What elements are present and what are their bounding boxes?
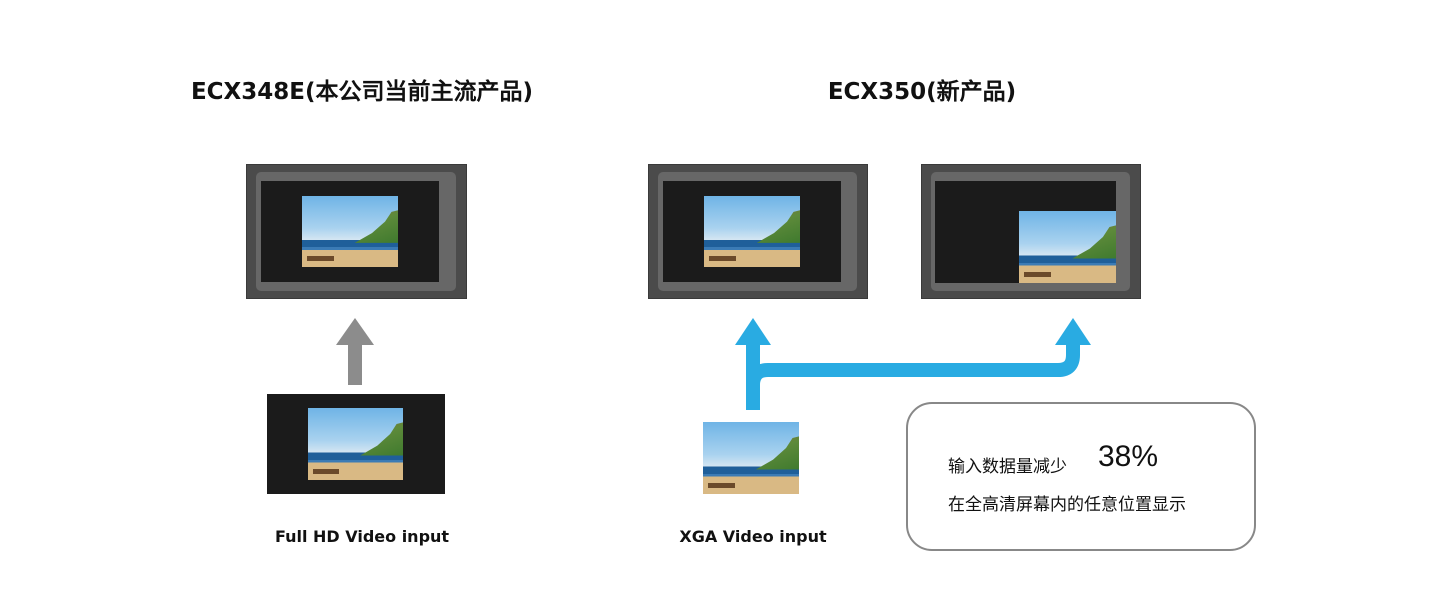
beach-image (308, 408, 403, 480)
gray-up-arrow (336, 318, 374, 385)
ecx348e-title: ECX348E(本公司当前主流产品) (190, 79, 534, 105)
xga-input-image (703, 422, 799, 494)
reduction-percent: 38% (1098, 440, 1159, 473)
display-anywhere-text: 在全高清屏幕内的任意位置显示 (948, 495, 1186, 515)
ecx350-title: ECX350(新产品) (827, 79, 1017, 105)
beach-image (302, 196, 398, 267)
blue-branch-arrow (735, 318, 1091, 410)
ecx350-display-centered (648, 164, 868, 299)
xga-input-label: XGA Video input (679, 527, 827, 546)
beach-image (704, 196, 800, 267)
beach-image (1019, 211, 1116, 283)
ecx350-display-offset (921, 164, 1141, 299)
full-hd-input-frame (267, 394, 445, 494)
data-reduction-text: 输入数据量减少 (948, 457, 1067, 477)
ecx348e-display (246, 164, 467, 299)
full-hd-input-label: Full HD Video input (274, 527, 450, 546)
info-callout (906, 402, 1256, 551)
